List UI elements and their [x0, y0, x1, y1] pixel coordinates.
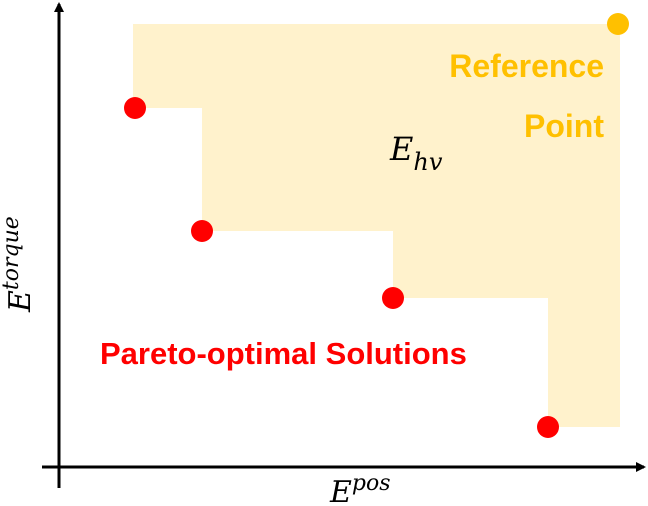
pareto-point-1: [124, 97, 146, 119]
x-axis-label: Epos: [329, 471, 391, 506]
pareto-point-2: [191, 220, 213, 242]
reference-label-line1: Reference: [449, 48, 604, 84]
hypervolume-label: Ehv: [389, 130, 443, 176]
pareto-point-4: [537, 416, 559, 438]
hypervolume-region: [133, 24, 620, 427]
pareto-point-3: [382, 287, 404, 309]
y-axis-label: Etorque: [0, 216, 38, 313]
reference-label-line2: Point: [524, 108, 604, 144]
pareto-label: Pareto-optimal Solutions: [100, 336, 467, 371]
reference-point: [607, 13, 629, 35]
